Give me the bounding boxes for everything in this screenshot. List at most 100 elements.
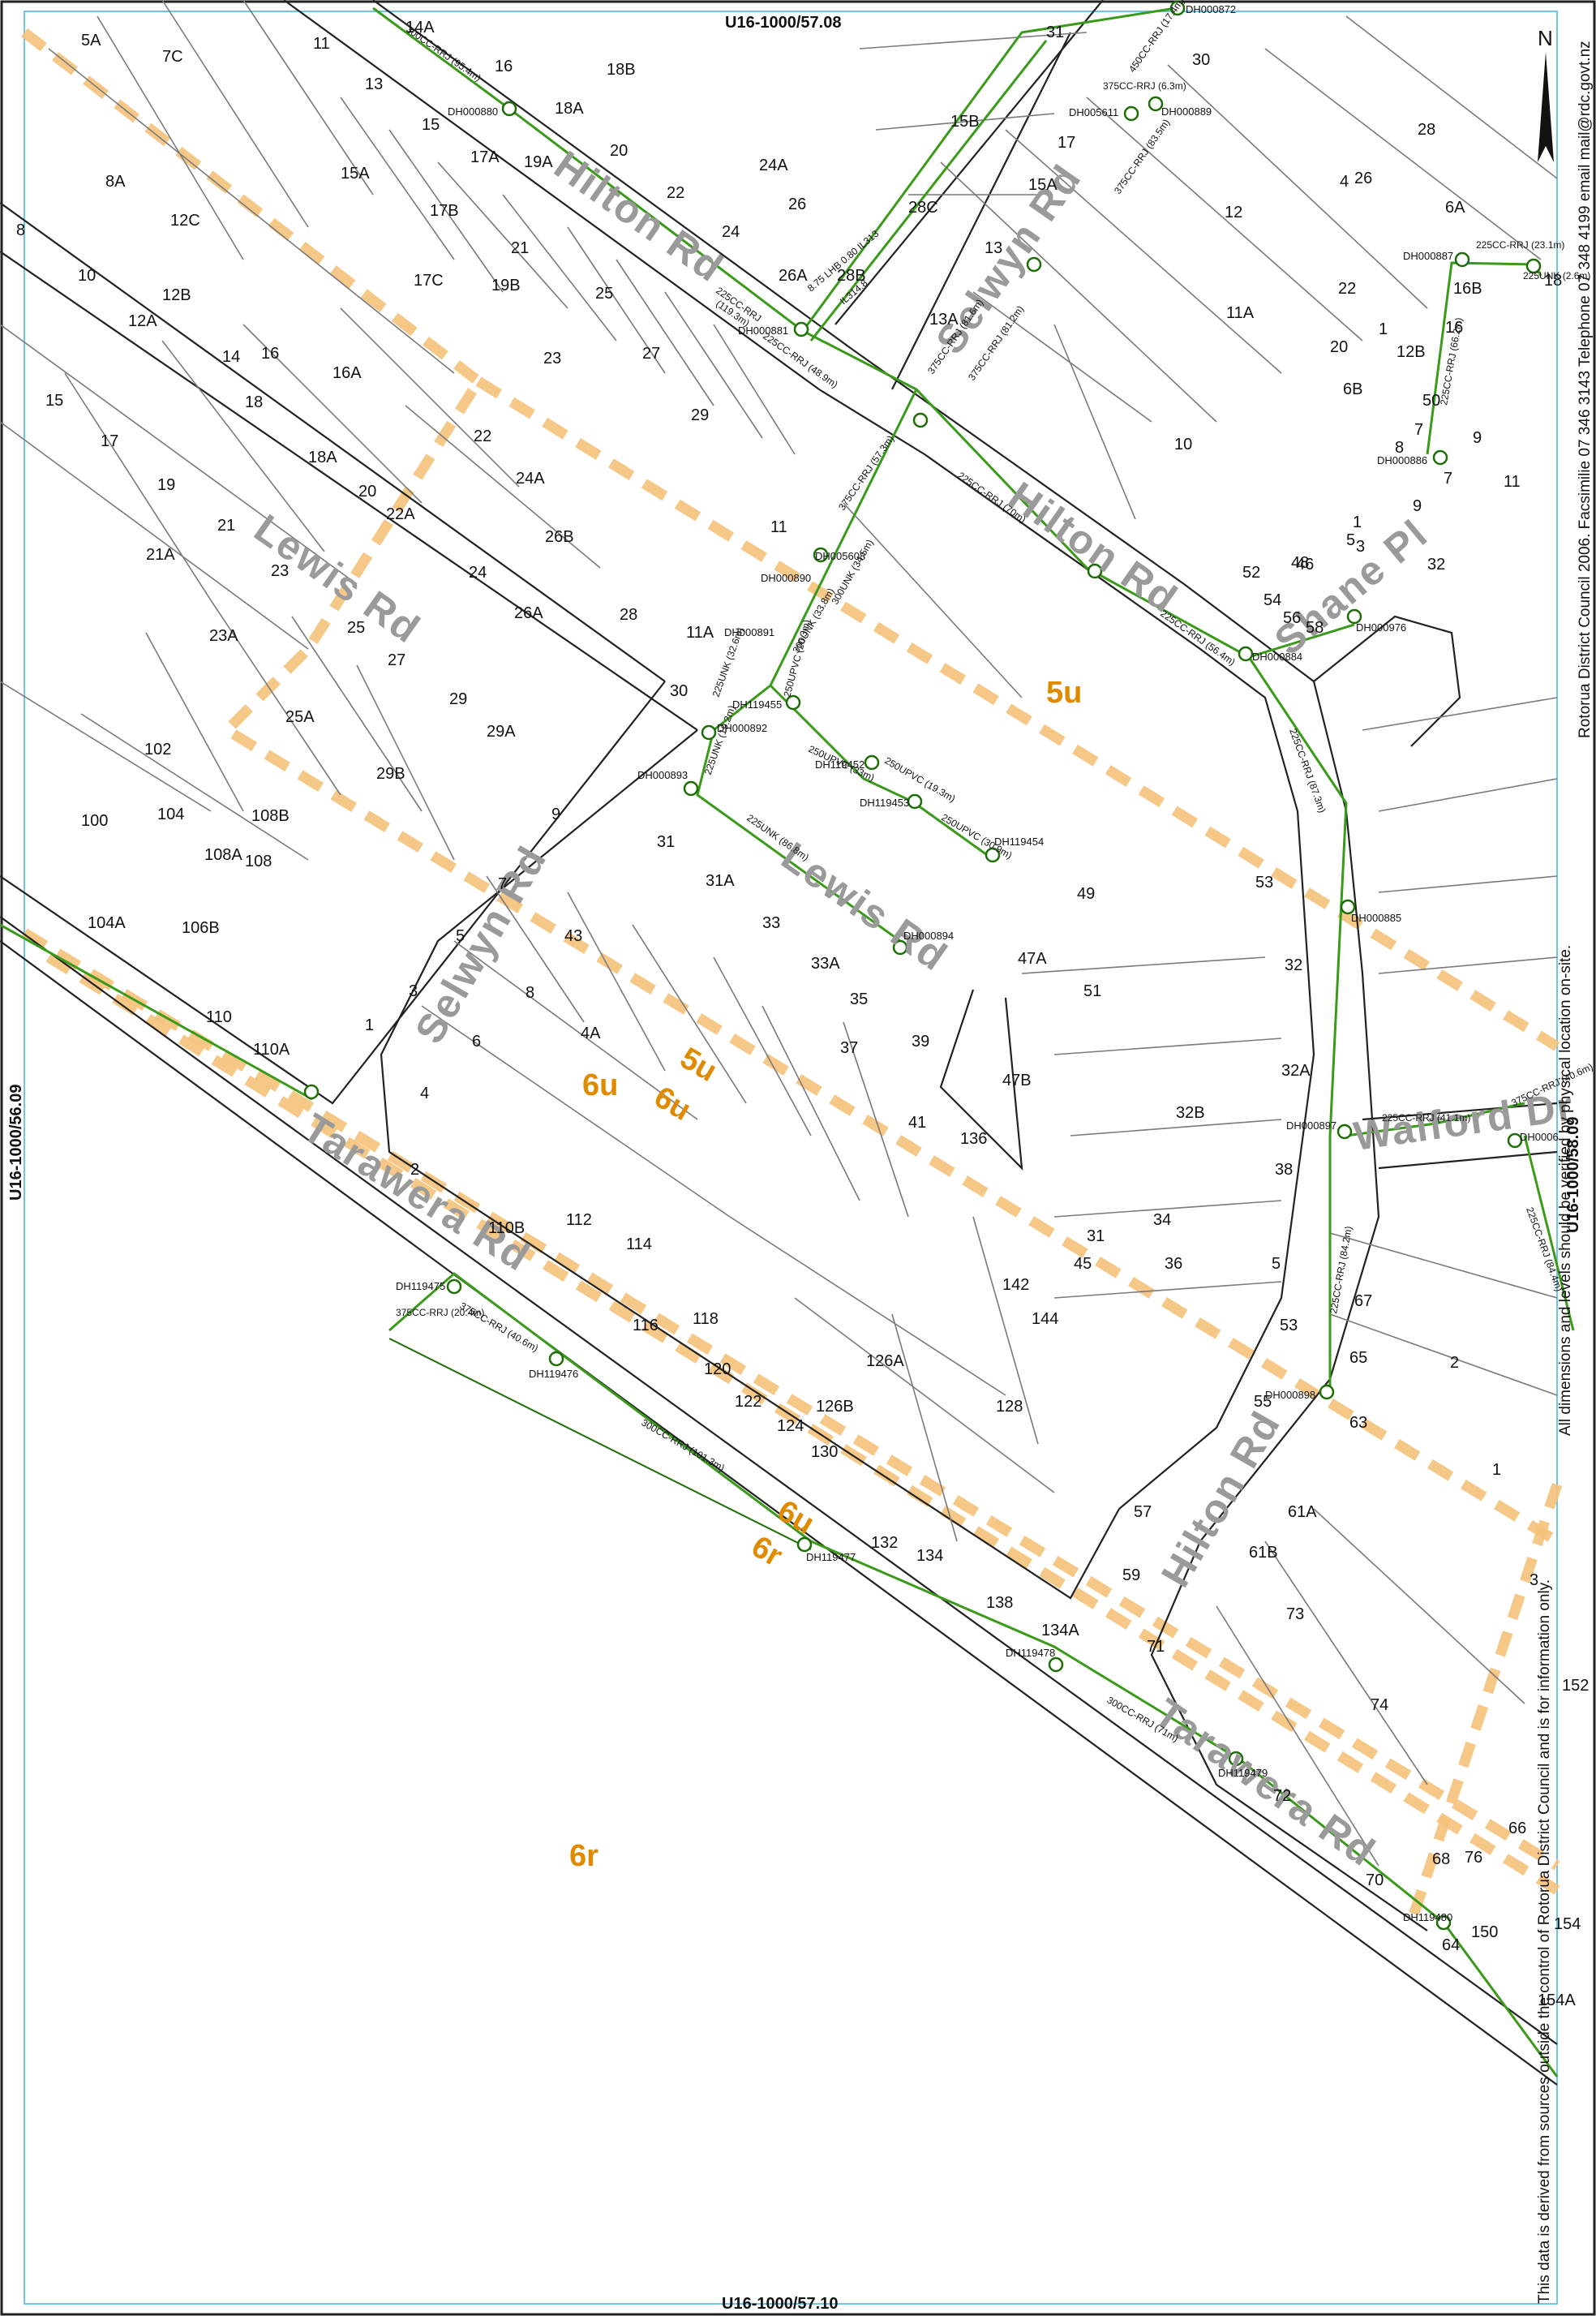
road-label-hilton: Hilton Rd [547, 142, 732, 291]
manhole-label: DH119478 [1006, 1647, 1055, 1659]
lot-number: 130 [811, 1443, 838, 1461]
pipe-label: 225CC-RRJ (48.9m) [761, 330, 840, 390]
manhole-marker[interactable] [892, 939, 908, 956]
manhole-marker[interactable] [1148, 96, 1164, 112]
manhole-label: DH119476 [529, 1368, 578, 1380]
road-label-hilton: Hilton Rd [1152, 1403, 1289, 1595]
lot-number: 110A [253, 1041, 290, 1059]
manhole-marker[interactable] [796, 1536, 813, 1553]
manhole-marker[interactable] [907, 793, 923, 810]
manhole-marker[interactable] [1123, 105, 1139, 122]
manhole-marker[interactable] [985, 847, 1001, 863]
lot-number: 23 [543, 350, 561, 367]
lot-number: 55 [1254, 1393, 1272, 1411]
lot-number: 26A [779, 267, 808, 285]
lot-number: 11 [770, 518, 787, 536]
lot-number: 71 [1147, 1638, 1165, 1656]
manhole-marker[interactable] [1525, 258, 1542, 274]
lot-number: 36 [1165, 1255, 1182, 1273]
lot-number: 7 [1444, 470, 1452, 488]
lot-number: 33 [762, 914, 780, 932]
manhole-marker[interactable] [548, 1351, 564, 1367]
lot-number: 16 [1445, 319, 1463, 337]
lot-number: 11 [1504, 473, 1521, 491]
manhole-marker[interactable] [1087, 563, 1103, 579]
lot-number: 29 [691, 406, 709, 424]
lot-number: 22A [386, 505, 415, 523]
lot-number: 15A [1028, 176, 1058, 194]
lot-number: 4 [1340, 173, 1349, 191]
manhole-marker[interactable] [1454, 251, 1470, 268]
lot-number: 47A [1018, 950, 1047, 968]
manhole-marker[interactable] [912, 412, 929, 428]
lot-number: 20 [358, 483, 376, 501]
lot-number: 8 [526, 984, 534, 1002]
lot-number: 25 [347, 619, 365, 637]
lot-number: 1 [1492, 1461, 1501, 1479]
pipe-label: 375CC-RRJ (83.5m) [1112, 117, 1172, 196]
zone-label: 5u [675, 1041, 723, 1089]
lot-number: 15B [950, 113, 980, 131]
lot-number: 4A [581, 1025, 601, 1042]
manhole-marker[interactable] [1026, 256, 1042, 273]
lot-number: 132 [871, 1534, 898, 1552]
manhole-marker[interactable] [1238, 646, 1254, 662]
manhole-label: DH119477 [806, 1551, 856, 1563]
lot-number: 19A [524, 153, 553, 171]
manhole-marker[interactable] [1507, 1132, 1523, 1149]
manhole-marker[interactable] [501, 101, 517, 117]
lot-number: 18B [607, 61, 636, 79]
lot-number: 118 [693, 1310, 719, 1328]
manhole-label: DH000884 [1252, 651, 1302, 663]
manhole-marker[interactable] [1319, 1384, 1335, 1400]
manhole-marker[interactable] [1346, 608, 1362, 625]
manhole-marker[interactable] [303, 1084, 320, 1100]
manhole-marker[interactable] [1336, 1124, 1353, 1140]
lot-number: 17 [1058, 134, 1075, 152]
sheet-ref-top: U16-1000/57.08 [725, 14, 841, 32]
lot-number: 104 [157, 806, 184, 823]
lot-number: 6 [472, 1033, 481, 1051]
lot-number: 31 [657, 833, 675, 851]
manhole-marker[interactable] [1340, 899, 1356, 915]
lot-number: 31A [706, 872, 735, 890]
lot-number: 126B [816, 1398, 854, 1416]
lot-number: 57 [1134, 1503, 1152, 1521]
lot-number: 110 [206, 1008, 232, 1026]
manhole-marker[interactable] [785, 694, 801, 711]
manhole-marker[interactable] [1228, 1751, 1244, 1767]
north-label: N [1538, 26, 1553, 50]
manhole-marker[interactable] [813, 547, 829, 563]
manhole-marker[interactable] [446, 1278, 462, 1295]
lot-number: 33A [811, 955, 840, 973]
lot-number: 35 [850, 990, 868, 1008]
lot-number: 23 [271, 562, 289, 580]
lot-number: 68 [1432, 1850, 1450, 1868]
lot-number: 2 [1450, 1354, 1459, 1372]
lot-number: 9 [1413, 497, 1422, 515]
lot-number: 16 [261, 345, 279, 363]
lot-number: 2 [410, 1161, 419, 1179]
lot-number: 29 [449, 690, 467, 708]
pipe-label: 225CC-RRJ (87.3m) [1287, 727, 1328, 814]
manhole-marker[interactable] [1169, 0, 1186, 16]
manhole-marker[interactable] [793, 321, 809, 337]
manhole-marker[interactable] [1435, 1914, 1452, 1931]
pipe-label: 225CC-RRJ (41.1m) [1382, 1112, 1470, 1124]
manhole-marker[interactable] [683, 780, 699, 797]
lot-number: 134A [1041, 1622, 1079, 1639]
manhole-label: DH005611 [1069, 106, 1118, 118]
lot-number: 38 [1275, 1161, 1293, 1179]
manhole-marker[interactable] [701, 724, 717, 741]
lot-number: 138 [986, 1594, 1013, 1612]
manhole-marker[interactable] [1048, 1656, 1064, 1673]
manhole-marker[interactable] [864, 754, 880, 771]
lot-number: 11A [1226, 304, 1255, 322]
lot-number: 50 [1422, 392, 1440, 410]
lot-number: 28C [908, 199, 938, 217]
manhole-marker[interactable] [1432, 449, 1448, 466]
lot-number: 11A [686, 624, 714, 642]
lot-number: 12A [128, 312, 157, 330]
manhole-label: DH000976 [1356, 621, 1406, 634]
